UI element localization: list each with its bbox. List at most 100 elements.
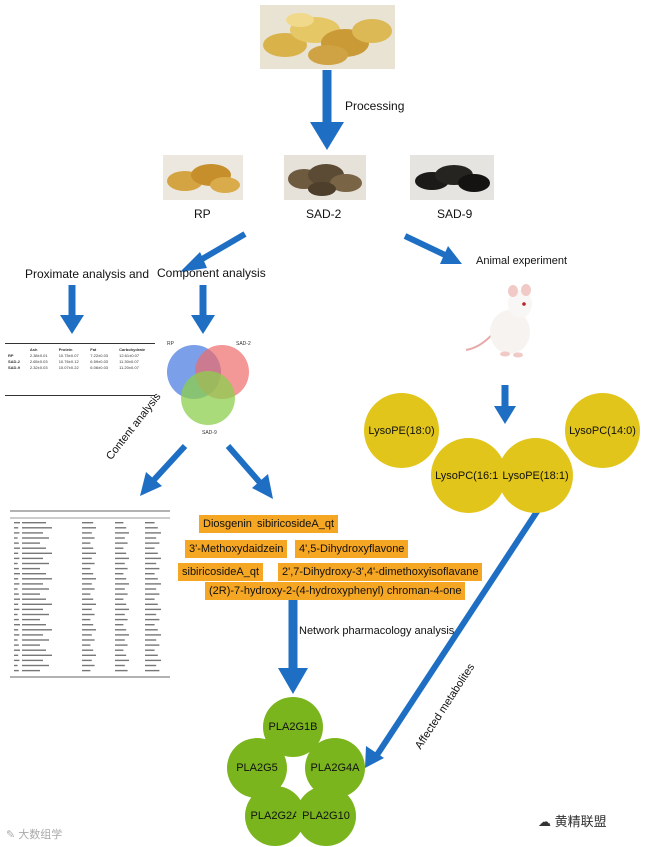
table-filler-line <box>115 537 125 539</box>
table-filler-line <box>82 639 95 641</box>
table-filler-line <box>82 669 91 672</box>
table-filler-line <box>145 557 161 560</box>
table-filler-line <box>115 634 129 636</box>
table-filler-line <box>115 532 129 534</box>
gene-circle: PLA2G2A <box>245 786 305 846</box>
table-filler-line <box>14 557 20 560</box>
watermark-left-text: 大数组学 <box>18 829 63 841</box>
table-filler-line <box>14 522 20 524</box>
table-filler-line <box>82 522 94 524</box>
table-filler-line <box>22 537 49 539</box>
table-row: SAD-9 2.32±0.03 10.07±0.22 6.06±0.03 11.… <box>5 365 155 371</box>
table-cell: SAD-2 <box>8 359 21 364</box>
lipid-circle: LysoPC(14:0) <box>565 393 640 468</box>
table-filler-line <box>145 583 161 585</box>
table-filler-line <box>145 603 158 605</box>
table-cell: SAD-9 <box>8 365 21 370</box>
table-filler-line <box>22 634 43 636</box>
table-filler-line <box>82 629 96 631</box>
table-cell: RP <box>8 353 14 358</box>
table-filler-line <box>145 649 155 651</box>
table-filler-line <box>115 567 128 570</box>
table-filler-line <box>22 659 43 662</box>
affected-arrow <box>372 508 541 760</box>
compound-tag: 3'-Methoxydaidzein <box>185 540 288 558</box>
table-cell: 6.59±0.03 <box>90 359 109 364</box>
table-filler-line <box>14 634 20 636</box>
table-filler-line <box>115 542 128 544</box>
table-filler-line <box>145 639 157 641</box>
table-filler-line <box>22 664 49 667</box>
table-filler-line <box>82 547 94 549</box>
compound-tag: 2',7-Dihydroxy-3',4'-dimethoxyisoflavane <box>278 563 483 581</box>
table-filler-line <box>22 578 52 580</box>
compound-tag: sibiricosideA_qt <box>253 515 339 533</box>
table-filler-line <box>145 527 158 529</box>
table-cell: 12.61±0.07 <box>119 353 140 358</box>
table-filler-line <box>82 618 91 621</box>
table-cell: 10.07±0.22 <box>58 365 79 370</box>
processing-arrowhead <box>310 122 344 150</box>
table-filler-line <box>115 654 127 656</box>
table-filler-line <box>115 573 124 575</box>
venn-label-sad2: SAD-2 <box>236 341 251 347</box>
table-filler-line <box>145 664 157 667</box>
table-filler-line <box>145 567 160 570</box>
content-arrowhead-left <box>140 472 162 496</box>
table-filler-line <box>82 537 95 539</box>
table-filler-line <box>22 654 52 656</box>
table-filler-line <box>145 578 158 580</box>
table-filler-line <box>82 583 92 585</box>
animal-experiment-label: Animal experiment <box>476 255 568 267</box>
table-filler-line <box>145 522 155 524</box>
table-cell: 2.65±0.03 <box>29 359 48 364</box>
table-header-cell: Fat <box>90 347 97 352</box>
proximate-table: Ash Protein Fat Carbohydrate RP 2.38±0.0… <box>5 343 155 396</box>
table-filler-line <box>22 557 43 560</box>
table-filler-line <box>22 598 46 600</box>
table-filler-line <box>115 603 127 605</box>
table-filler-line <box>82 654 96 656</box>
table-filler-line <box>115 527 127 529</box>
table-filler-line <box>115 578 127 580</box>
gene-circle: PLA2G10 <box>296 786 356 846</box>
watermark-right-text: 黄精联盟 <box>554 814 607 829</box>
animal-arrowhead <box>440 246 462 264</box>
table-filler-line <box>145 634 161 636</box>
network-arrowhead <box>278 668 308 694</box>
table-filler-line <box>115 552 127 554</box>
table-filler-line <box>14 608 20 611</box>
table-filler-line <box>14 618 19 621</box>
table-filler-line <box>82 578 96 580</box>
table-filler-line <box>22 532 43 534</box>
network-pharmacology-label: Network pharmacology analysis <box>299 625 455 637</box>
table-filler-line <box>82 567 91 570</box>
table-filler-line <box>22 542 40 544</box>
table-filler-line <box>14 532 20 534</box>
rat-illustration <box>465 284 532 358</box>
wechat-icon: ☁ <box>538 814 551 829</box>
content-arrow-left <box>149 443 188 485</box>
table-filler-line <box>82 552 96 554</box>
table-filler-line <box>115 593 128 595</box>
table-filler-line <box>115 522 124 524</box>
lipid-circle: LysoPC(16:1) <box>431 438 506 513</box>
table-filler-line <box>22 629 52 631</box>
table-row: SAD-2 2.65±0.03 10.76±0.12 6.59±0.03 11.… <box>5 359 155 365</box>
table-filler-line <box>14 664 18 667</box>
table-filler-line <box>22 644 40 646</box>
table-cell: 7.22±0.03 <box>90 353 109 358</box>
table-filler-line <box>145 608 161 611</box>
table-filler-line <box>82 649 94 651</box>
table-cell: 10.75±0.07 <box>58 353 79 358</box>
table-filler-line <box>14 547 20 549</box>
table-filler-line <box>14 573 20 575</box>
table-filler-line <box>22 522 46 524</box>
table-filler-line <box>145 532 161 534</box>
table-filler-line <box>145 562 157 565</box>
table-filler-line <box>145 659 161 662</box>
component-arrowhead <box>191 315 215 334</box>
table-filler-line <box>115 583 129 585</box>
table-filler-line <box>145 552 158 554</box>
table-filler-line <box>22 669 40 672</box>
